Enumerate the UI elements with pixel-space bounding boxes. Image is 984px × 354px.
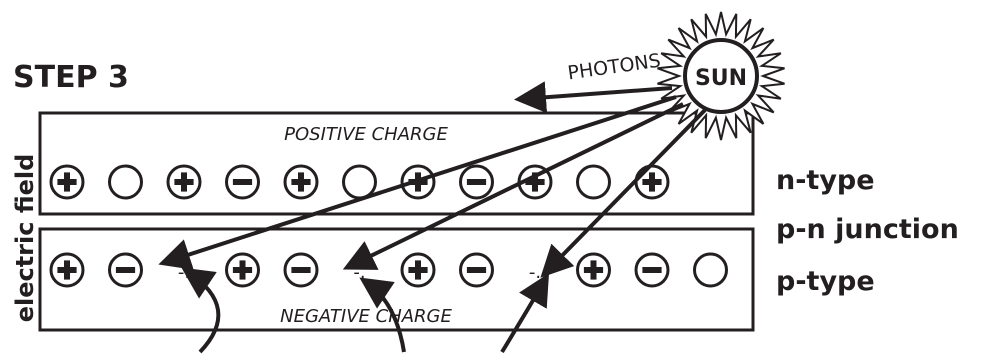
n-type-particles <box>49 164 670 200</box>
positive-particle <box>49 252 85 288</box>
positive-particle <box>283 164 319 200</box>
photons-label: PHOTONS <box>566 50 662 85</box>
sun-label: SUN <box>695 66 747 91</box>
n-type-label: n-type <box>776 165 875 196</box>
photon-arrow-2 <box>342 102 684 270</box>
negative-charge-label: NEGATIVE CHARGE <box>280 306 452 327</box>
positive-particle <box>49 164 85 200</box>
electron-paths <box>181 267 550 354</box>
negative-particle <box>459 164 494 200</box>
positive-particle <box>576 252 611 288</box>
positive-particle <box>634 164 670 200</box>
neutral-particle <box>342 164 377 200</box>
negative-particle <box>225 164 260 200</box>
neutral-particle <box>693 252 728 288</box>
neutral-particle <box>576 164 611 200</box>
positive-charge-label: POSITIVE CHARGE <box>284 124 448 145</box>
hole-particle: -. <box>529 262 541 283</box>
step-title: STEP 3 <box>13 60 129 95</box>
positive-particle <box>225 252 260 288</box>
n-type-band <box>38 111 755 216</box>
neutral-particle-ring <box>693 252 728 288</box>
neutral-particle-ring <box>576 164 611 200</box>
neutral-particle-ring <box>108 164 143 200</box>
p-type-band <box>38 227 755 332</box>
photon-rays <box>158 81 707 278</box>
electron-path-arrow-2 <box>359 277 406 353</box>
hole-marker: -. <box>529 262 541 283</box>
electron-path-arrow-1 <box>181 267 221 354</box>
photon-arrow-1 <box>158 95 677 270</box>
positive-particle <box>166 164 202 200</box>
electron-path-arrow-3 <box>500 273 550 354</box>
photon-arrow-3 <box>540 108 707 278</box>
negative-particle <box>634 252 670 288</box>
neutral-particle <box>108 164 143 200</box>
p-type-particles: -.-.-. <box>49 252 728 288</box>
neutral-particle-ring <box>342 164 377 200</box>
p-n-junction-label: p-n junction <box>776 214 959 245</box>
p-type-label: p-type <box>776 266 875 297</box>
sun-core-icon <box>683 38 759 114</box>
negative-particle <box>283 252 319 288</box>
negative-particle <box>459 252 494 288</box>
negative-particle <box>108 252 143 288</box>
electric-field-label: electric field <box>11 154 39 323</box>
positive-particle <box>400 252 436 288</box>
sun: SUN <box>657 11 785 141</box>
photon-arrow-upper <box>514 81 673 114</box>
